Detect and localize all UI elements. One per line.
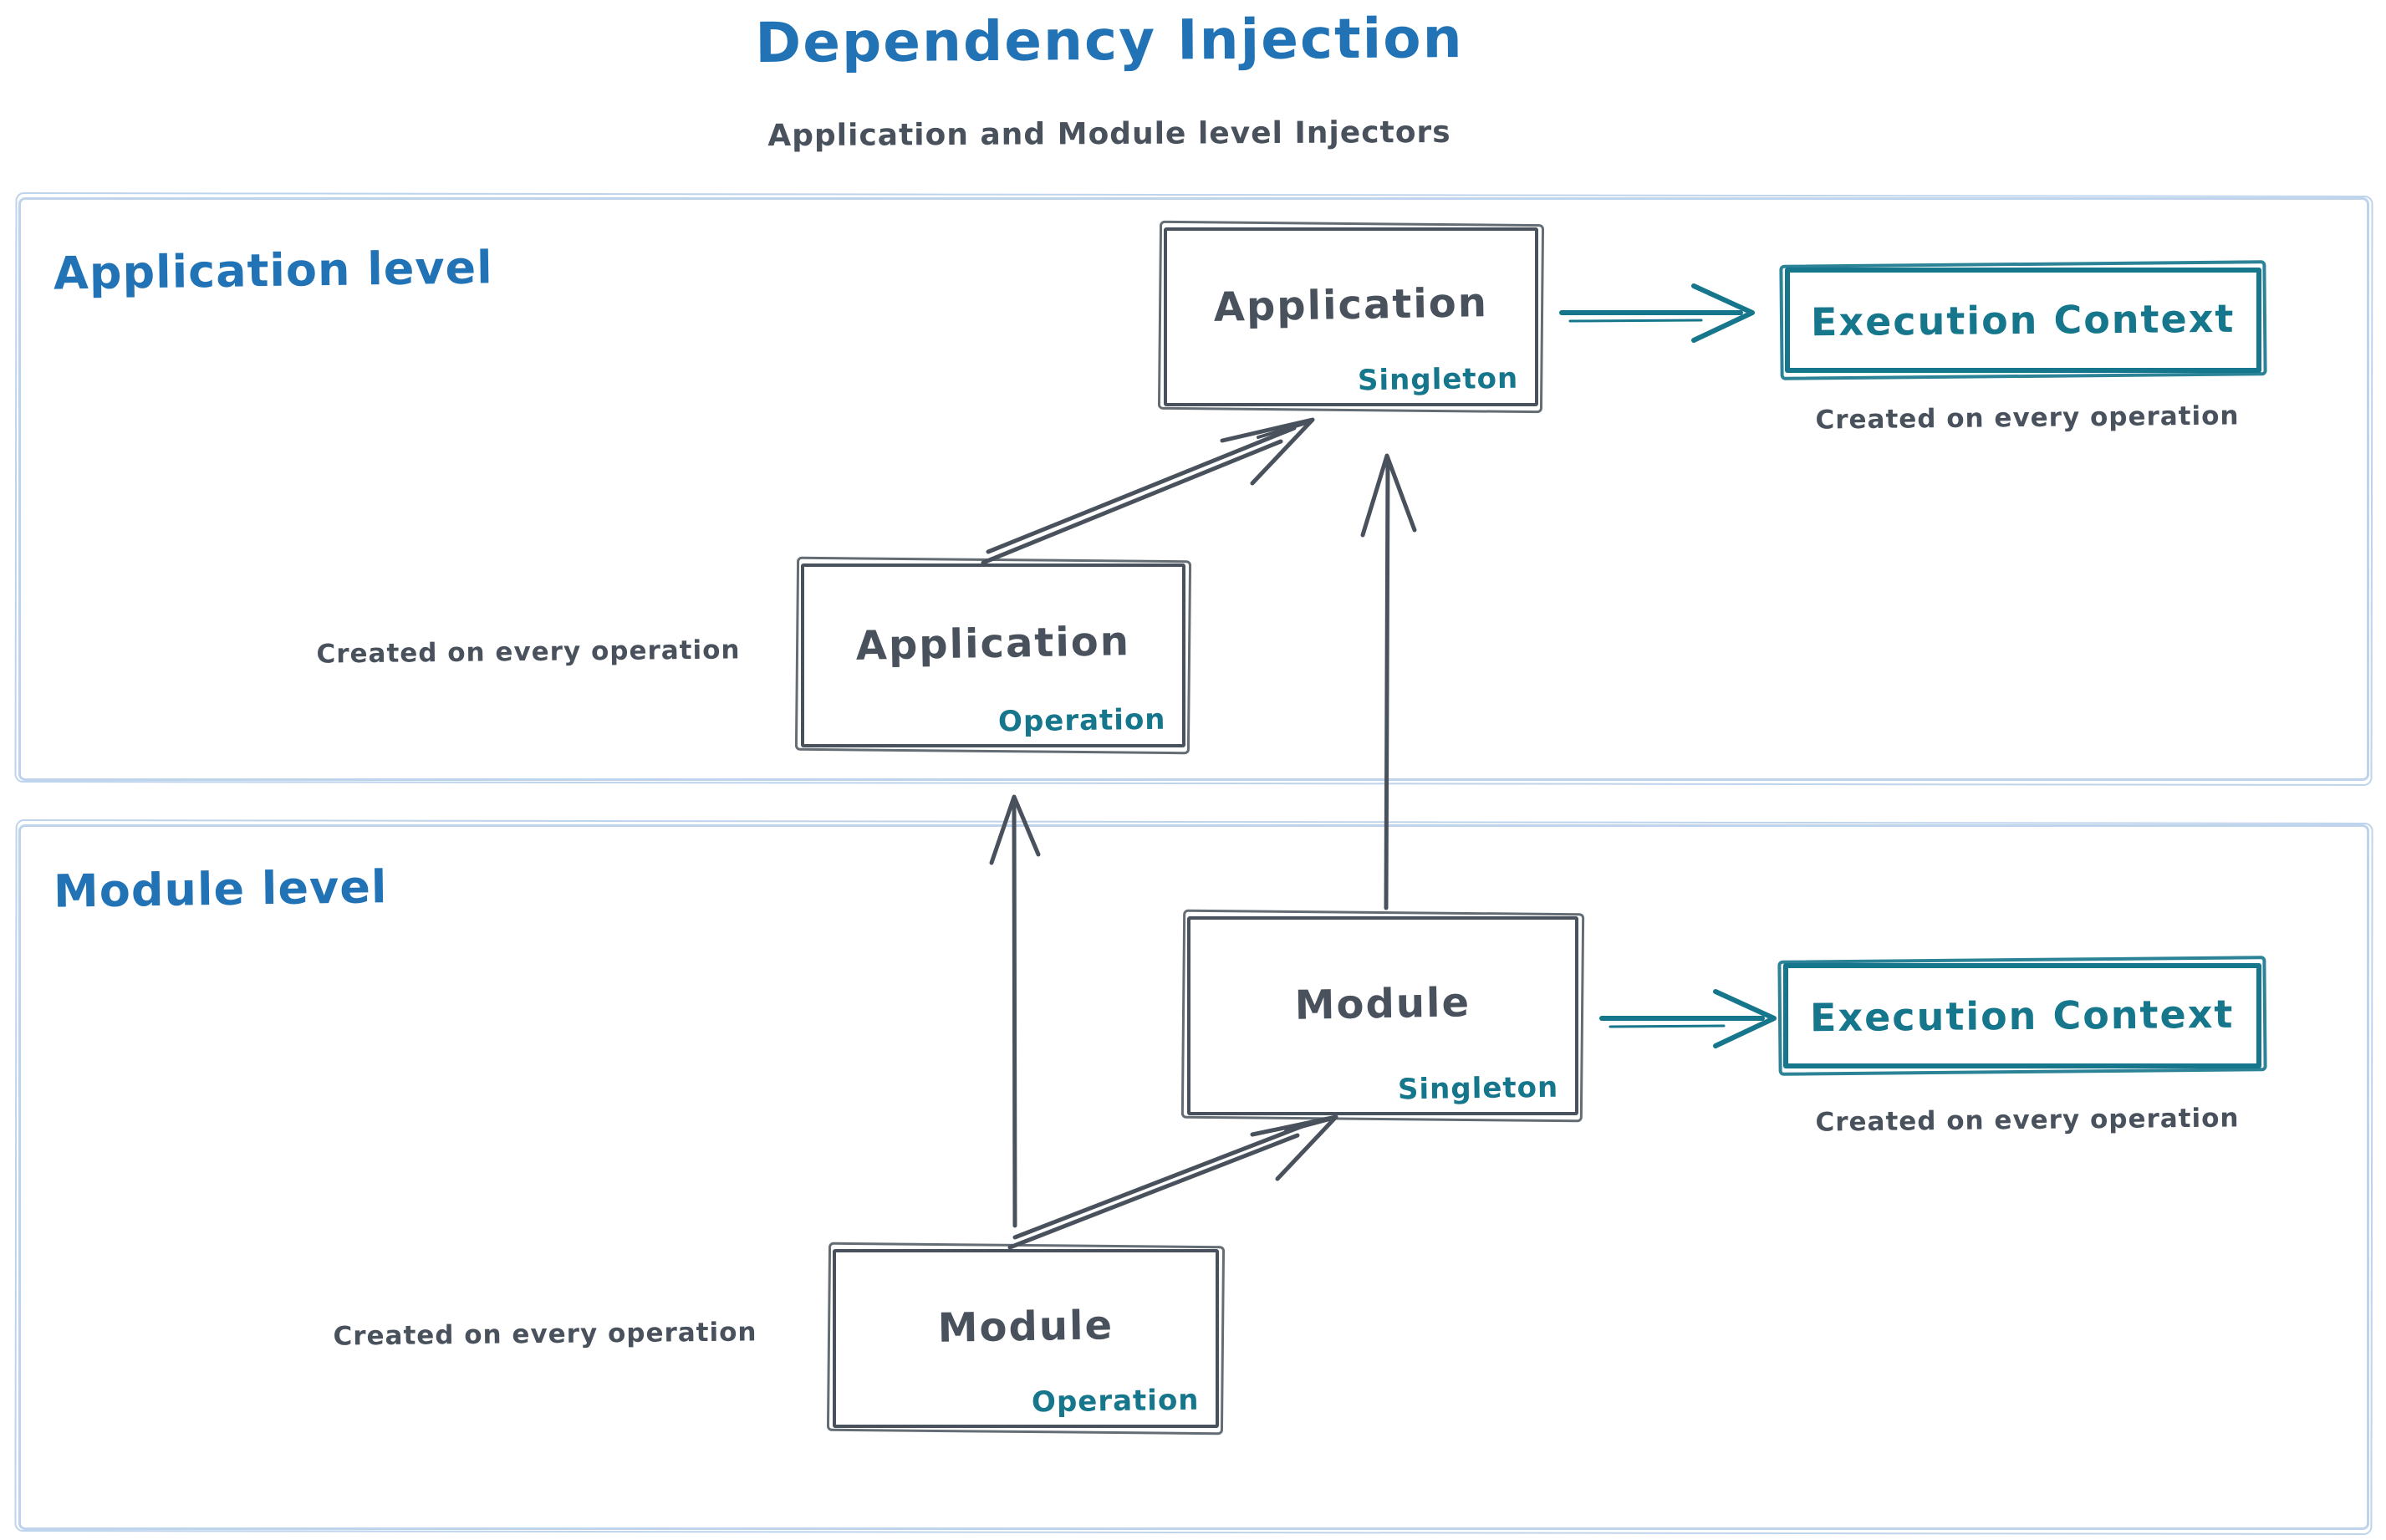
caption-ec-module: Created on every operation [1815, 1103, 2240, 1138]
module-singleton-scope-label: Singleton [1397, 1070, 1559, 1107]
caption-ec-app: Created on every operation [1815, 400, 2240, 436]
app-operation-title: Application [855, 618, 1131, 670]
app-singleton-scope-label: Singleton [1357, 361, 1519, 398]
app-operation-scope-label: Operation [997, 702, 1166, 739]
app-singleton-node: Application Singleton [1164, 227, 1538, 406]
page-title: Dependency Injection [755, 6, 1464, 75]
module-level-container [18, 824, 2369, 1530]
module-level-label: Module level [53, 860, 388, 918]
app-singleton-title: Application [1213, 279, 1489, 331]
page-subtitle: Application and Module level Injectors [767, 115, 1451, 154]
application-level-label: Application level [53, 241, 494, 300]
app-operation-node: Application Operation [801, 563, 1185, 747]
module-operation-title: Module [937, 1302, 1114, 1352]
execution-context-app-node: Execution Context [1785, 268, 2261, 373]
execution-context-module-title: Execution Context [1810, 991, 2235, 1041]
execution-context-module-node: Execution Context [1783, 963, 2261, 1068]
execution-context-app-title: Execution Context [1811, 295, 2236, 345]
application-level-container [18, 197, 2369, 781]
module-operation-scope-label: Operation [1031, 1383, 1200, 1420]
caption-module-operation: Created on every operation [333, 1317, 757, 1352]
module-operation-node: Module Operation [833, 1249, 1219, 1428]
module-singleton-node: Module Singleton [1187, 916, 1578, 1115]
module-singleton-title: Module [1294, 979, 1471, 1029]
caption-app-operation: Created on every operation [316, 635, 741, 670]
